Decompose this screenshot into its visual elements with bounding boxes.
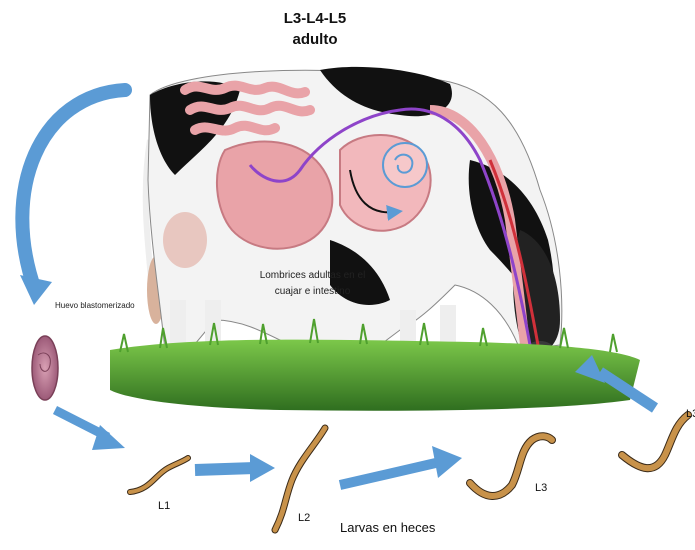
label-adult: adulto <box>275 31 355 48</box>
label-feces-larvae: Larvas en heces <box>340 520 435 535</box>
cycle-arrow-adult-to-egg-head <box>20 275 52 305</box>
label-adult-worms: Lombrices adultas en el cuajar e intesti… <box>255 268 370 300</box>
arrow-l1-to-l2 <box>195 468 255 470</box>
arrow-l2-to-l3 <box>340 462 440 485</box>
label-l3: L3 <box>535 482 547 494</box>
label-egg: Huevo blastomerizado <box>55 300 135 311</box>
egg-icon <box>32 336 58 400</box>
label-stages-top: L3-L4-L5 <box>275 10 355 27</box>
label-l3-edge: L3 <box>686 408 695 420</box>
cycle-arrow-adult-to-egg <box>22 90 125 290</box>
label-l2: L2 <box>298 512 310 524</box>
label-l1: L1 <box>158 500 170 512</box>
